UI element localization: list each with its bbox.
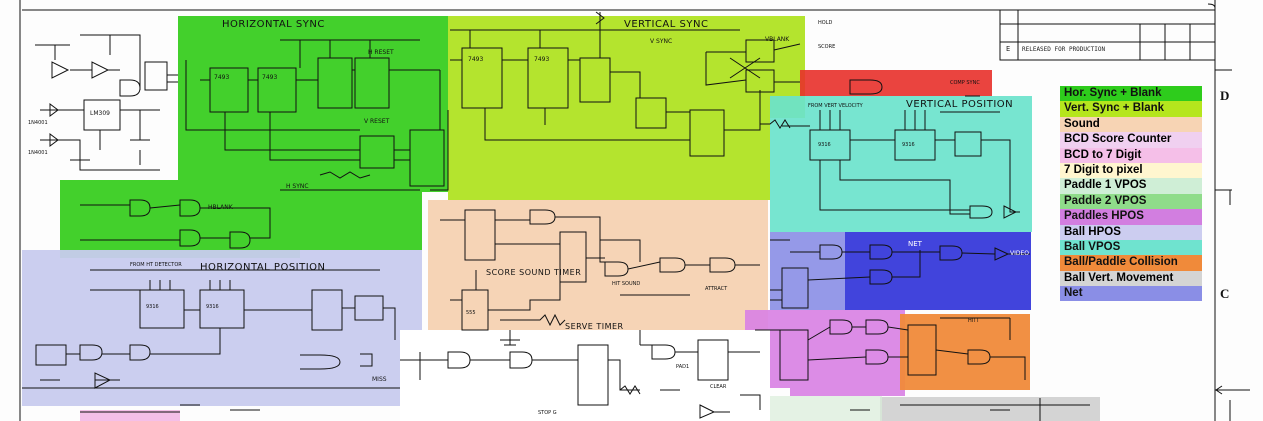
legend-item: Paddle 2 VPOS bbox=[1060, 193, 1202, 210]
chip-lm309: LM309 bbox=[90, 110, 110, 117]
signal-stop-g: STOP G bbox=[538, 410, 557, 416]
region-vsync bbox=[448, 16, 805, 200]
chip-label: 9316 bbox=[206, 304, 219, 310]
diode-label-2: 1N4001 bbox=[28, 150, 48, 156]
signal-h-sync: H SYNC bbox=[286, 183, 309, 190]
title-block-description: RELEASED FOR PRODUCTION bbox=[1022, 46, 1106, 53]
legend-item: BCD to 7 Digit bbox=[1060, 147, 1202, 163]
region-comp-sync bbox=[800, 70, 992, 96]
signal-video: VIDEO bbox=[1010, 250, 1030, 257]
signal-pad1: PAD1 bbox=[676, 364, 690, 370]
signal-v-reset: V RESET bbox=[364, 118, 390, 125]
signal-from-vert-velocity: FROM VERT VELOCITY bbox=[808, 103, 863, 109]
chip-label: 7493 bbox=[468, 56, 484, 63]
chip-label: 7493 bbox=[214, 74, 230, 81]
legend-item: Ball Vert. Movement bbox=[1060, 270, 1202, 287]
chip-label: 9316 bbox=[818, 142, 831, 148]
signal-vblank: VBLANK bbox=[765, 36, 790, 43]
signal-h-reset: H RESET bbox=[368, 49, 394, 56]
region-collision bbox=[900, 314, 1030, 390]
region-hsync bbox=[60, 16, 448, 258]
chip-555: 555 bbox=[466, 310, 476, 316]
signal-hold: HOLD bbox=[818, 20, 833, 26]
signal-hitt: HITT bbox=[968, 318, 980, 324]
legend-item: Net bbox=[1060, 286, 1202, 302]
signal-comp-sync: COMP SYNC bbox=[950, 80, 980, 86]
signal-hblank: HBLANK bbox=[208, 204, 233, 211]
region-paddles-hpos bbox=[745, 310, 905, 396]
legend-item: 7 Digit to pixel bbox=[1060, 162, 1202, 179]
signal-clear: CLEAR bbox=[710, 384, 727, 390]
chip-label: 9316 bbox=[146, 304, 159, 310]
chip-label: 9316 bbox=[902, 142, 915, 148]
legend-item: Ball HPOS bbox=[1060, 224, 1202, 240]
signal-v-sync: V SYNC bbox=[650, 38, 673, 45]
chip-label: 7493 bbox=[262, 74, 278, 81]
legend-item: Paddles HPOS bbox=[1060, 209, 1202, 225]
signal-hit-sound: HIT SOUND bbox=[612, 281, 641, 287]
region-title-serve: SERVE TIMER bbox=[565, 322, 624, 331]
chip-label: 7493 bbox=[534, 56, 550, 63]
signal-score: SCORE bbox=[818, 44, 836, 50]
signal-net: NET bbox=[908, 240, 922, 248]
legend-item: Vert. Sync + Blank bbox=[1060, 101, 1202, 117]
region-ball-vert bbox=[880, 397, 1100, 421]
signal-miss: MISS bbox=[372, 376, 387, 383]
legend-item: BCD Score Counter bbox=[1060, 132, 1202, 148]
signal-from-ht-detector: FROM HT DETECTOR bbox=[130, 262, 182, 268]
region-title-hpos: HORIZONTAL POSITION bbox=[200, 262, 326, 273]
title-block-rev: E bbox=[1006, 45, 1011, 53]
region-bcd-lower bbox=[80, 410, 180, 421]
region-title-vsync: VERTICAL SYNC bbox=[624, 19, 709, 30]
region-sound bbox=[428, 200, 768, 332]
region-title-hsync: HORIZONTAL SYNC bbox=[222, 19, 325, 30]
zone-letter-c: C bbox=[1220, 286, 1230, 301]
legend-item: Sound bbox=[1060, 116, 1202, 133]
zone-letter-d: D bbox=[1220, 88, 1230, 103]
legend-item: Ball/Paddle Collision bbox=[1060, 255, 1202, 271]
region-title-sound: SCORE SOUND TIMER bbox=[486, 268, 582, 277]
legend-item: Ball VPOS bbox=[1060, 239, 1202, 256]
signal-attract: ATTRACT bbox=[705, 286, 728, 292]
region-paddle1-lower bbox=[770, 396, 882, 421]
legend-item: Hor. Sync + Blank bbox=[1060, 86, 1202, 102]
diode-label-1: 1N4001 bbox=[28, 120, 48, 126]
region-title-vpos: VERTICAL POSITION bbox=[906, 99, 1014, 110]
legend-item: Paddle 1 VPOS bbox=[1060, 178, 1202, 194]
